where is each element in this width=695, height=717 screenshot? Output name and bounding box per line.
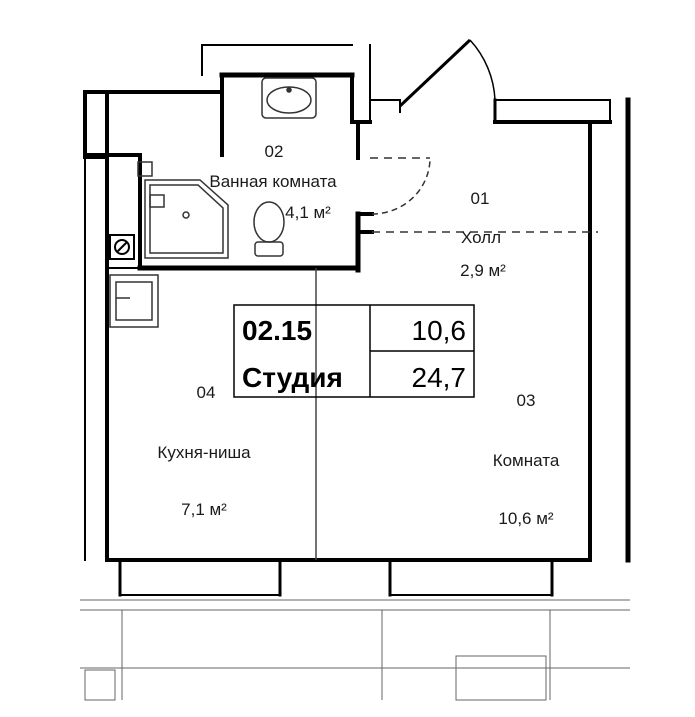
room-04-id: 04 [197,383,216,402]
entrance-door [398,38,496,108]
toilet-icon [253,201,285,257]
living-area: 10,6 [412,315,467,346]
room-02-id: 02 [265,142,284,161]
info-table [233,304,475,398]
room-04-name: Кухня-ниша [157,443,251,462]
room-01-area: 2,9 м² [460,261,506,280]
exterior-lines [80,599,630,701]
apartment-type: Студия [242,362,343,393]
walls [83,44,631,597]
total-area: 24,7 [412,362,467,393]
room-01-id: 01 [471,189,490,208]
kitchen-sink-icon [109,274,159,328]
shower-icon [137,161,229,259]
room-04-area: 7,1 м² [181,500,227,519]
washbasin-icon [261,77,317,119]
room-03-id: 03 [517,391,536,410]
room-01-name: Холл [461,228,501,247]
room-03-name: Комната [493,451,560,470]
room-02-name: Ванная комната [209,172,337,191]
hall-boundary [370,157,598,233]
room-02-area: 4,1 м² [285,203,331,222]
stove-icon [109,234,135,260]
bathroom-door-swing [371,157,431,215]
apartment-number: 02.15 [242,315,312,346]
room-03-area: 10,6 м² [498,509,553,528]
